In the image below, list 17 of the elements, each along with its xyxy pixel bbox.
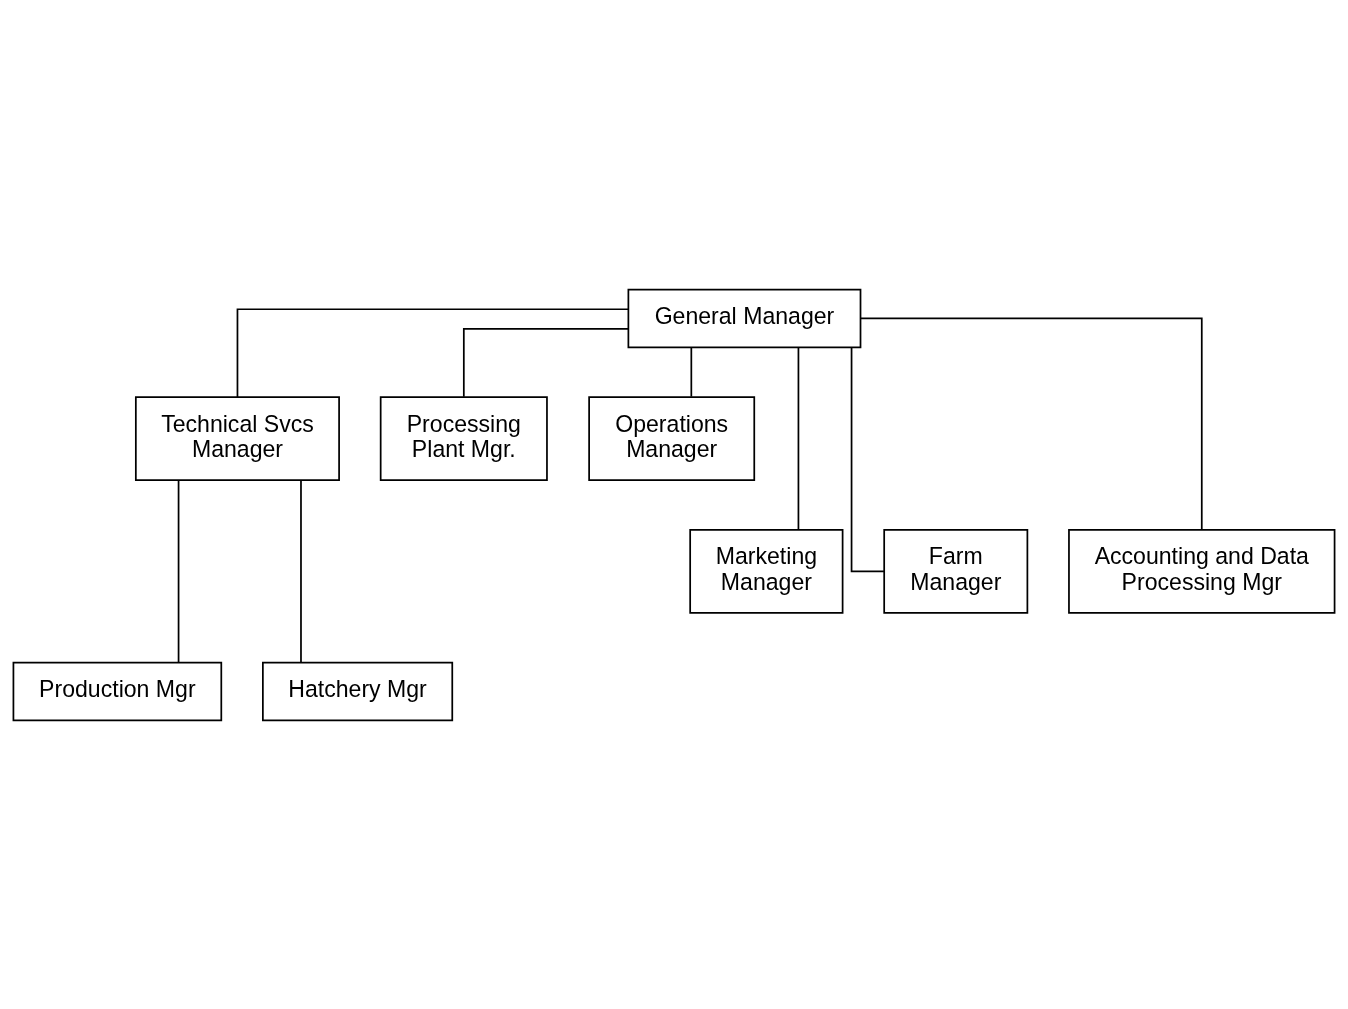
node-box: Technical Svcs Manager [134,395,340,481]
connector [859,317,1203,530]
connector [690,346,693,397]
node-box: Farm Manager [883,528,1029,614]
connector [236,307,629,398]
node-box: Marketing Manager [689,528,844,614]
node-box: General Manager [627,288,862,348]
connector [797,346,800,531]
connector [850,346,885,572]
connector [462,327,630,398]
node-box: Hatchery Mgr [262,661,454,721]
connector [300,479,302,663]
node-box: Accounting and Data Processing Mgr [1068,528,1336,614]
node-box: Operations Manager [588,395,756,481]
connector [177,479,180,663]
node-box: Processing Plant Mgr. [379,395,548,481]
node-box: Production Mgr [12,661,223,721]
